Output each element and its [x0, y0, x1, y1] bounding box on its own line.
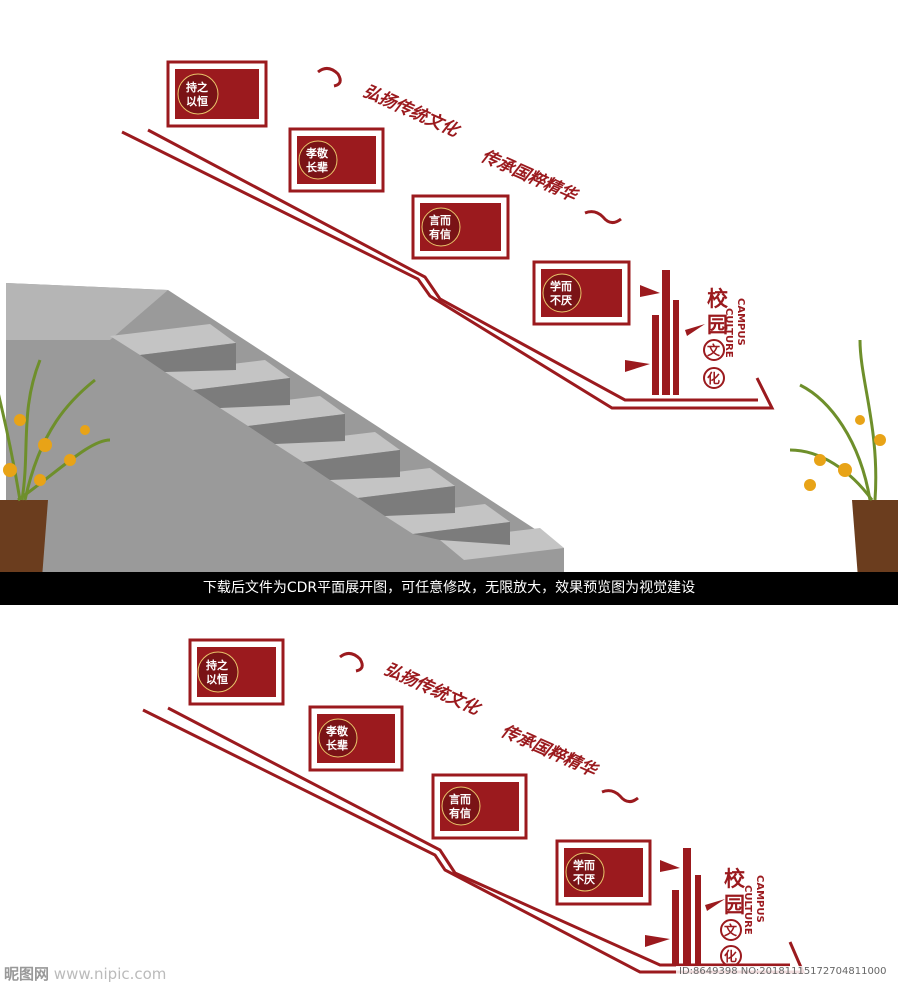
bamboo-icon	[645, 848, 725, 966]
flat-campus-en-2: CULTURE	[742, 885, 753, 935]
panel-3-title-a: 言而	[429, 213, 451, 227]
panel-1-title-a: 持之	[186, 80, 208, 94]
cloud-swirl-icon	[584, 210, 622, 224]
cloud-swirl-icon	[601, 789, 639, 803]
campus-char-3: 文	[707, 343, 721, 359]
flat-campus-char-3: 文	[724, 923, 738, 939]
flat-panel-4-title-b: 不厌	[573, 873, 595, 886]
preview-canvas: 持之 以恒 孝敬 长辈 言而 有信 学而 不厌 弘扬传统文化 传承国粹精华	[0, 60, 898, 604]
flat-panel-2: 孝敬 长辈	[308, 705, 404, 772]
flat-panel-3: 言而 有信	[431, 773, 528, 840]
flat-campus-en-1: CAMPUS	[754, 875, 765, 923]
flat-panel-4: 学而 不厌	[555, 839, 652, 906]
cloud-swirl-icon	[317, 67, 342, 88]
watermark-brand: 昵图网	[4, 965, 50, 983]
flat-panel-1: 持之 以恒	[188, 638, 285, 706]
flat-panel-1-title-b: 以恒	[206, 672, 228, 686]
flat-panel-3-title-b: 有信	[449, 806, 471, 820]
flat-campus-char-2: 园	[724, 892, 745, 917]
flat-panel-4-title-a: 学而	[573, 858, 595, 872]
panel-2-title-a: 孝敬	[305, 146, 329, 160]
cloud-swirl-icon	[339, 652, 364, 673]
flat-campus-char-1: 校	[724, 866, 746, 891]
flat-panel-2-title-b: 长辈	[326, 738, 348, 752]
handrail-lines	[121, 128, 775, 410]
panel-2: 孝敬 长辈	[288, 127, 385, 193]
flat-layout-scene: 持之 以恒 孝敬 长辈 言而 有信 学而 不厌 弘扬传统文化 传承国粹精华	[0, 620, 898, 993]
caption-bar: 下载后文件为CDR平面展开图，可任意修改，无限放大，效果预览图为视觉建设	[0, 572, 898, 605]
panel-4-title-a: 学而	[550, 279, 572, 293]
panel-1: 持之 以恒	[166, 60, 268, 128]
watermark: 昵图网 www.nipic.com	[4, 963, 166, 984]
campus-char-1: 校	[707, 286, 729, 311]
flat-panel-1-title-a: 持之	[206, 658, 228, 672]
panel-4-title-b: 不厌	[550, 294, 572, 307]
flat-canvas: 持之 以恒 孝敬 长辈 言而 有信 学而 不厌 弘扬传统文化 传承国粹精华	[142, 638, 806, 974]
campus-char-2: 园	[707, 312, 728, 337]
panel-3: 言而 有信	[411, 194, 510, 260]
staircase	[6, 283, 564, 572]
panel-4: 学而 不厌	[532, 260, 631, 326]
flat-campus-char-4: 化	[724, 949, 737, 965]
campus-en-2: CULTURE	[723, 308, 734, 358]
panel-2-title-b: 长辈	[306, 160, 328, 174]
panel-1-title-b: 以恒	[186, 94, 208, 108]
bamboo-icon	[625, 270, 705, 395]
watermark-url: www.nipic.com	[53, 965, 167, 983]
handrail-lines-flat	[142, 706, 806, 974]
campus-char-4: 化	[707, 371, 720, 387]
plant-right	[789, 339, 898, 604]
campus-en-1: CAMPUS	[735, 298, 746, 346]
flat-panel-3-title-a: 言而	[449, 792, 471, 806]
panel-3-title-b: 有信	[429, 227, 451, 241]
flat-slogan-line-2: 传承国粹精华	[498, 721, 602, 782]
preview-scene: 持之 以恒 孝敬 长辈 言而 有信 学而 不厌 弘扬传统文化 传承国粹精华	[0, 60, 898, 605]
image-id-label: ID:8649398 NO:20181115172704811000	[676, 966, 890, 977]
flat-panel-2-title-a: 孝敬	[325, 724, 349, 738]
